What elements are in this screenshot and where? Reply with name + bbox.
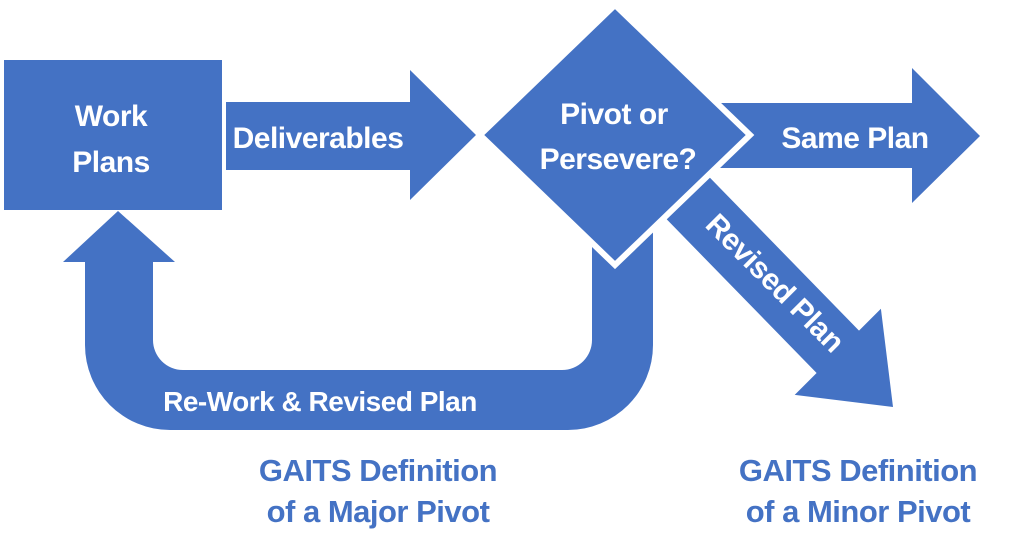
major-pivot-caption-line1: GAITS Definition	[259, 453, 497, 488]
decision-diamond	[475, 0, 755, 270]
work-plans-box	[4, 60, 222, 210]
same-plan-arrow-label: Same Plan	[781, 122, 928, 155]
rework-loop-arrow-label: Re-Work & Revised Plan	[163, 386, 477, 417]
revised-plan-arrow-label: Revised Plan	[699, 208, 850, 359]
minor-pivot-caption-line1: GAITS Definition	[739, 453, 977, 488]
work-plans-label-line1: Work	[75, 100, 148, 133]
decision-label-line1: Pivot or	[560, 98, 669, 131]
work-plans-label-line2: Plans	[72, 146, 150, 179]
deliverables-arrow	[226, 70, 476, 200]
deliverables-arrow-label: Deliverables	[233, 122, 404, 155]
major-pivot-caption-line2: of a Major Pivot	[267, 494, 490, 529]
rework-loop-arrow	[63, 211, 653, 430]
decision-label-line2: Persevere?	[540, 143, 697, 176]
minor-pivot-caption-line2: of a Minor Pivot	[746, 494, 971, 529]
same-plan-arrow	[700, 68, 980, 203]
